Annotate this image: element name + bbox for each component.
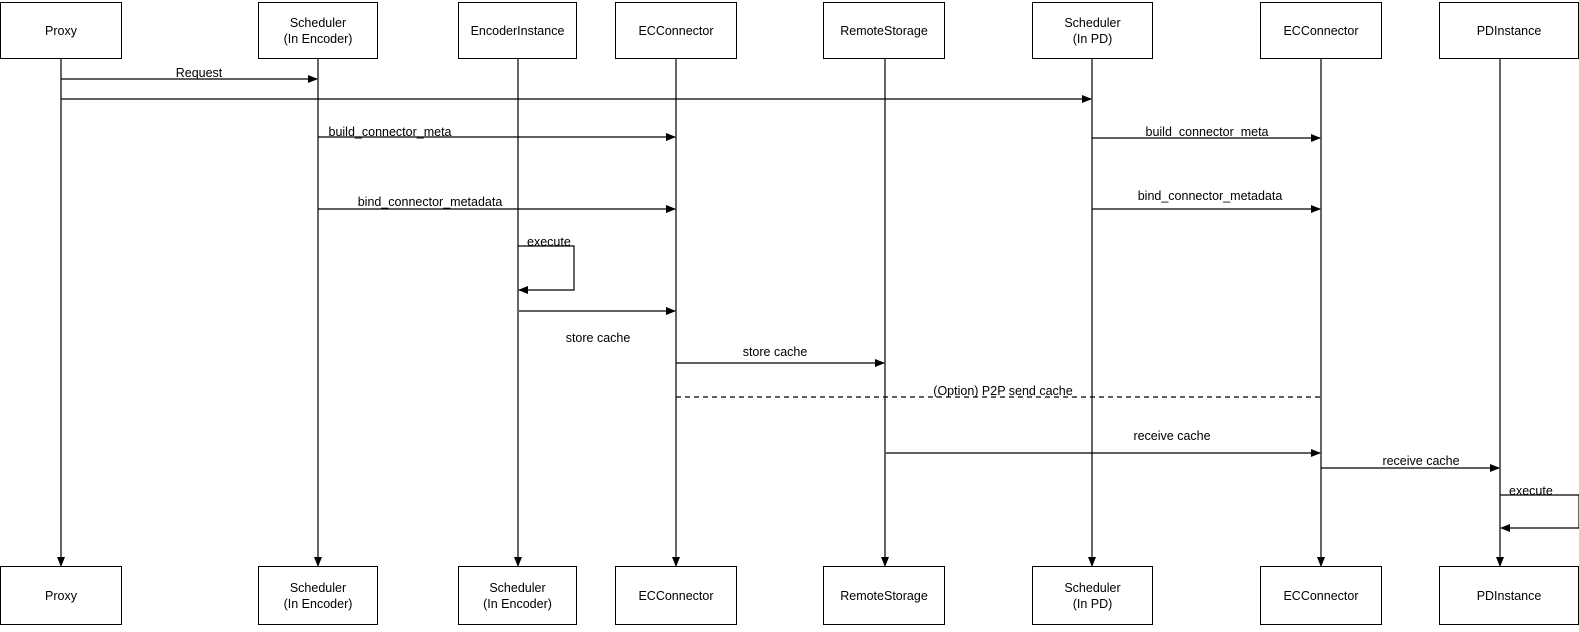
- message-label-m6: bind_connector_metadata: [1137, 189, 1283, 203]
- actor-box-top-proxy[interactable]: Proxy: [0, 2, 122, 59]
- self-message-s2: [1500, 494, 1579, 532]
- actor-box-top-pd_instance[interactable]: PDInstance: [1439, 2, 1579, 59]
- actor-box-bottom-sched_enc[interactable]: Scheduler (In Encoder): [258, 566, 378, 625]
- actor-box-top-remote_storage[interactable]: RemoteStorage: [823, 2, 945, 59]
- message-label-m10: receive cache: [1133, 429, 1211, 443]
- self-message-s1: [518, 245, 575, 294]
- actor-box-bottom-proxy[interactable]: Proxy: [0, 566, 122, 625]
- actor-box-bottom-sched_pd[interactable]: Scheduler (In PD): [1032, 566, 1153, 625]
- message-label-m7: store cache: [565, 331, 631, 345]
- message-label-m4: build_connector_meta: [1145, 125, 1269, 139]
- actor-box-top-ec_connector_l[interactable]: ECConnector: [615, 2, 737, 59]
- actor-box-top-sched_pd[interactable]: Scheduler (In PD): [1032, 2, 1153, 59]
- actor-box-top-encoder_inst[interactable]: EncoderInstance: [458, 2, 577, 59]
- actor-box-top-sched_enc[interactable]: Scheduler (In Encoder): [258, 2, 378, 59]
- actor-box-bottom-pd_instance[interactable]: PDInstance: [1439, 566, 1579, 625]
- message-label-m3: build_connector_meta: [328, 125, 452, 139]
- message-label-m11: receive cache: [1382, 454, 1460, 468]
- self-message-label-s1: execute: [527, 235, 571, 249]
- actor-box-bottom-ec_connector_r[interactable]: ECConnector: [1260, 566, 1382, 625]
- messages-group: [61, 75, 1500, 472]
- self-messages-group: [518, 245, 1579, 532]
- message-label-m9: (Option) P2P send cache: [933, 384, 1073, 398]
- message-label-m1: Request: [175, 66, 223, 80]
- actor-box-bottom-remote_storage[interactable]: RemoteStorage: [823, 566, 945, 625]
- self-message-label-s2: execute: [1509, 484, 1553, 498]
- message-label-m5: bind_connector_metadata: [357, 195, 503, 209]
- message-label-m8: store cache: [742, 345, 808, 359]
- actor-box-top-ec_connector_r[interactable]: ECConnector: [1260, 2, 1382, 59]
- actor-box-bottom-ec_connector_l[interactable]: ECConnector: [615, 566, 737, 625]
- actor-box-bottom-encoder_inst[interactable]: Scheduler (In Encoder): [458, 566, 577, 625]
- lifelines-group: [57, 59, 1504, 567]
